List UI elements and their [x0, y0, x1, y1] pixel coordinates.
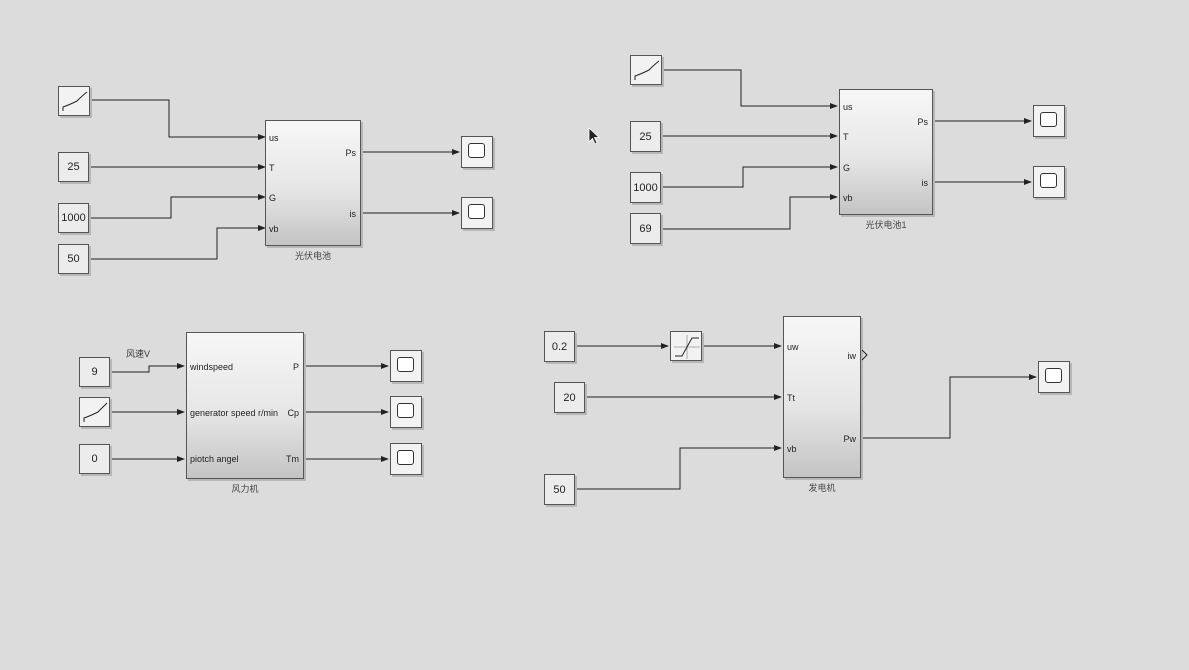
gen-caption: 发电机 [808, 483, 836, 493]
wind-port-Cp: Cp [287, 408, 299, 418]
pv1-port-G: G [269, 193, 277, 203]
scope-icon [1040, 112, 1057, 127]
scope-icon [1040, 173, 1057, 188]
lookup-curve-source-icon [62, 91, 88, 111]
gen-constant-uw[interactable]: 0.2 [544, 331, 575, 362]
wire-gen-Pw [861, 374, 1037, 439]
gen-port-Tt: Tt [787, 393, 795, 403]
pv2-port-vb: vb [843, 193, 853, 203]
gen-port-uw: uw [787, 342, 799, 352]
scope-icon [468, 204, 485, 219]
pv1-constant-T[interactable]: 25 [58, 152, 89, 182]
pv2-caption: 光伏电池1 [865, 220, 907, 230]
pv2-subsystem-block[interactable]: us T G vb Ps is [839, 89, 933, 215]
wind-scope-Cp[interactable] [390, 396, 422, 428]
wire-wind-windspeed [110, 363, 185, 373]
wind-caption: 风力机 [231, 484, 259, 494]
scope-icon [397, 357, 414, 372]
pv2-scope-is[interactable] [1033, 166, 1065, 198]
pv1-irradiance-source-block[interactable] [58, 86, 90, 116]
pv2-port-is: is [921, 178, 929, 188]
gen-port-vb: vb [787, 444, 797, 454]
mouse-pointer-icon [588, 127, 601, 145]
wind-port-pitch-angle: piotch angel [190, 454, 239, 464]
gen-subsystem-block[interactable]: uw Tt vb iw Pw [783, 316, 861, 478]
wire-pv1-vb [89, 225, 266, 260]
pv2-port-G: G [843, 163, 851, 173]
scope-icon [468, 143, 485, 158]
pv2-port-T: T [843, 132, 849, 142]
wind-port-windspeed: windspeed [190, 362, 234, 372]
pv2-port-us: us [843, 102, 853, 112]
gen-port-iw: iw [847, 351, 857, 361]
wire-pv1-G [89, 194, 266, 219]
gen-constant-Tt[interactable]: 20 [554, 382, 585, 413]
wind-port-P: P [292, 362, 299, 372]
gen-scope-Pw[interactable] [1038, 361, 1070, 393]
wind-constant-windspeed[interactable]: 9 [79, 357, 110, 387]
wind-signal-label: 风速V [126, 349, 151, 359]
pv1-constant-G[interactable]: 1000 [58, 203, 89, 233]
pv1-port-Ps: Ps [345, 148, 356, 158]
lookup-curve-source-icon [634, 60, 660, 80]
pv1-scope-Ps[interactable] [461, 136, 493, 168]
wire-pv1-us [90, 99, 266, 140]
scope-icon [397, 450, 414, 465]
lookup-curve-source-icon [83, 402, 108, 422]
wind-generator-speed-source-block[interactable] [79, 397, 110, 427]
pv1-port-is: is [349, 209, 357, 219]
pv2-constant-T[interactable]: 25 [630, 121, 661, 152]
pv1-constant-vb[interactable]: 50 [58, 244, 89, 274]
pv2-constant-G[interactable]: 1000 [630, 172, 661, 203]
pv1-port-T: T [269, 163, 275, 173]
wind-subsystem-block[interactable]: windspeed generator speed r/min piotch a… [186, 332, 304, 479]
pv1-scope-is[interactable] [461, 197, 493, 229]
pv2-constant-vb[interactable]: 69 [630, 213, 661, 244]
wind-scope-P[interactable] [390, 350, 422, 382]
pv2-irradiance-source-block[interactable] [630, 55, 662, 85]
pv1-port-us: us [269, 133, 279, 143]
wire-gen-vb [575, 445, 782, 490]
wire-pv2-G [661, 164, 838, 188]
unconnected-output-chevron-icon [861, 349, 868, 361]
pv2-scope-Ps[interactable] [1033, 105, 1065, 137]
pv1-port-vb: vb [269, 224, 279, 234]
wind-scope-Tm[interactable] [390, 443, 422, 475]
wind-port-generator-speed: generator speed r/min [190, 408, 279, 418]
wire-pv2-us [662, 69, 838, 109]
pv2-port-Ps: Ps [917, 117, 928, 127]
pv1-caption: 光伏电池 [294, 251, 331, 261]
wind-port-Tm: Tm [286, 454, 299, 464]
saturation-icon [674, 335, 700, 359]
gen-constant-vb[interactable]: 50 [544, 474, 575, 505]
wire-pv2-vb [661, 194, 838, 230]
scope-icon [397, 403, 414, 418]
gen-saturation-block[interactable] [670, 331, 702, 361]
gen-port-Pw: Pw [843, 434, 856, 444]
scope-icon [1045, 368, 1062, 383]
wind-constant-pitch[interactable]: 0 [79, 444, 110, 474]
pv1-subsystem-block[interactable]: us T G vb Ps is [265, 120, 361, 246]
